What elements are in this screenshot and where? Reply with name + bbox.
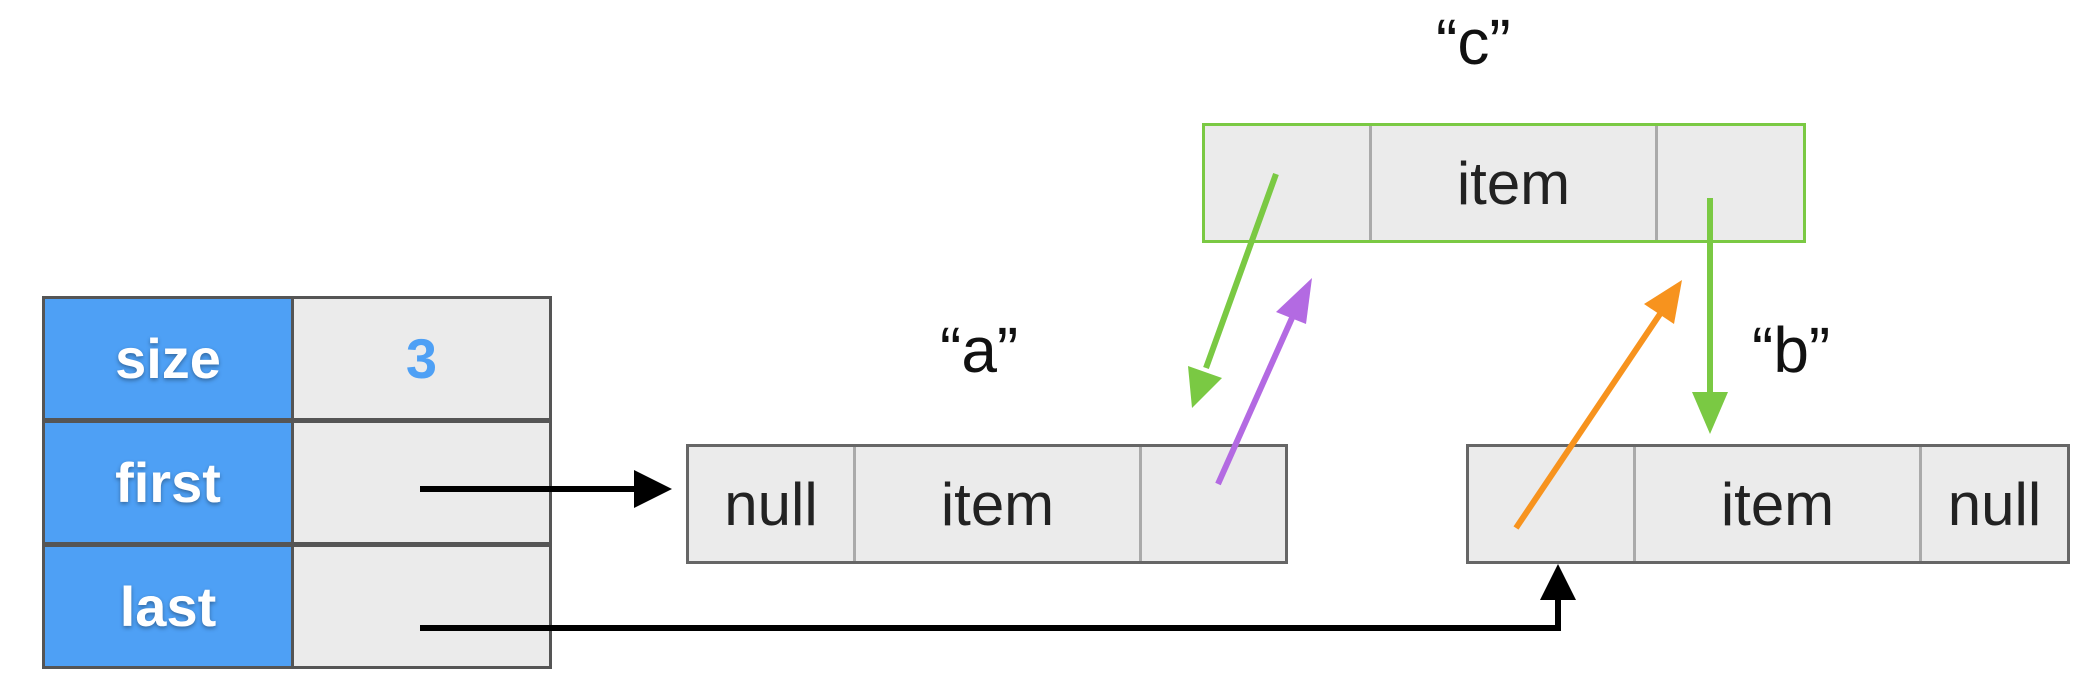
a-next-to-c-arrow (1215, 278, 1312, 486)
node-b-label: “b” (1752, 314, 1831, 386)
node-a-item-cell: item (853, 447, 1139, 561)
node-a-next-cell (1139, 447, 1285, 561)
last-to-b-arrow (420, 564, 1576, 631)
last-value (294, 544, 552, 669)
node-c-label: “c” (1436, 6, 1511, 78)
node-b-next-cell: null (1919, 447, 2067, 561)
node-a: null item (686, 444, 1288, 564)
first-value (294, 420, 552, 545)
list-header-table: size 3 first last (42, 296, 552, 670)
size-value: 3 (294, 296, 552, 421)
node-b-item-cell: item (1633, 447, 1919, 561)
first-to-a-arrow (420, 470, 672, 508)
last-key: last (42, 544, 294, 669)
b-prev-to-c-arrow (1513, 280, 1682, 530)
c-next-to-b-arrow (1692, 198, 1728, 434)
first-key: first (42, 420, 294, 545)
size-key: size (42, 296, 294, 421)
size-row: size 3 (42, 296, 552, 421)
node-c-item-cell: item (1369, 126, 1655, 240)
node-c-next-cell (1655, 126, 1803, 240)
last-row: last (42, 544, 552, 669)
node-c: item (1202, 123, 1806, 243)
c-prev-to-a-arrow (1188, 172, 1279, 408)
node-a-prev-cell: null (724, 470, 818, 538)
first-row: first (42, 420, 552, 545)
node-b: item null (1466, 444, 2070, 564)
node-a-label: “a” (940, 314, 1019, 386)
